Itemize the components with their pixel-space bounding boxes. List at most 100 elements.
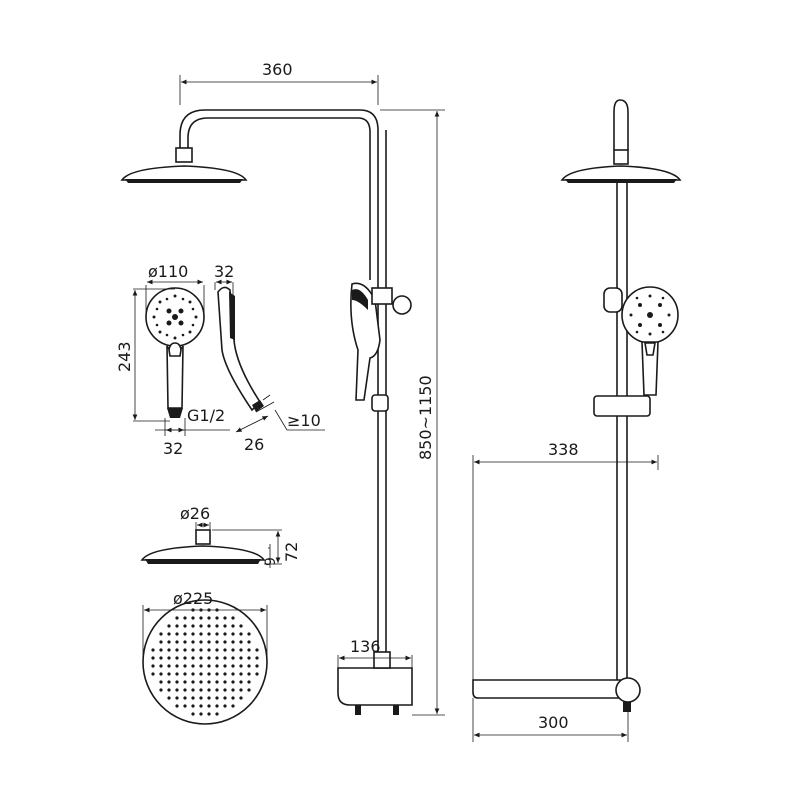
nozzle-dot	[207, 704, 211, 708]
nozzle-dot	[239, 680, 243, 684]
nozzle-dot	[215, 664, 219, 668]
shower-arm	[179, 109, 379, 665]
nozzle-dot	[191, 640, 195, 644]
nozzle-dot	[199, 688, 203, 692]
nozzle-dot	[199, 712, 203, 716]
nozzle-dot	[159, 688, 163, 692]
nozzle-dot	[231, 688, 235, 692]
nozzle-dot	[231, 616, 235, 620]
nozzle-dot	[175, 688, 179, 692]
nozzle-dot	[175, 640, 179, 644]
nozzle-dot	[223, 624, 227, 628]
nozzle-dot	[199, 656, 203, 660]
nozzle-dot	[191, 648, 195, 652]
nozzle-dot	[231, 696, 235, 700]
mixer-knob	[615, 677, 641, 703]
rainhead-front	[120, 165, 248, 181]
handshower-holder	[371, 287, 393, 305]
nozzle-dot	[175, 664, 179, 668]
dim-mixer-depth: 136	[350, 637, 381, 656]
nozzle-dot	[151, 656, 155, 660]
nozzle-dot	[207, 664, 211, 668]
nozzle-dot	[223, 672, 227, 676]
nozzle-dot	[191, 696, 195, 700]
slider-side	[593, 395, 651, 417]
nozzle-dot	[199, 624, 203, 628]
dim-hose-min: ≥10	[287, 411, 321, 430]
nozzle-dot	[247, 656, 251, 660]
nozzle-dot	[223, 704, 227, 708]
nozzle-dot	[191, 704, 195, 708]
nozzle-dot	[199, 672, 203, 676]
nozzle-dot	[167, 664, 171, 668]
thermostatic-mixer-side	[472, 679, 626, 699]
dim-total-height: 850~1150	[416, 375, 435, 460]
nozzle-dot	[199, 680, 203, 684]
nozzle-dot	[215, 640, 219, 644]
nozzle-dot	[231, 656, 235, 660]
nozzle-dot	[159, 632, 163, 636]
nozzle-dot	[231, 680, 235, 684]
nozzle-dot	[175, 704, 179, 708]
dim-arm-length: 360	[262, 60, 293, 79]
nozzle-dot	[215, 688, 219, 692]
nozzle-dot	[239, 688, 243, 692]
nozzle-dot	[231, 632, 235, 636]
nozzle-dot	[167, 656, 171, 660]
nozzle-dot	[199, 664, 203, 668]
dim-rainhead-diameter: ø225	[173, 589, 213, 608]
dim-handshower-length: 243	[115, 341, 134, 372]
dim-rainhead-thickness: 9	[263, 557, 279, 566]
nozzle-dot	[159, 680, 163, 684]
nozzle-dot	[207, 680, 211, 684]
nozzle-dot	[159, 664, 163, 668]
nozzle-dot	[223, 648, 227, 652]
nozzle-dot	[191, 712, 195, 716]
nozzle-dot	[151, 672, 155, 676]
nozzle-dot	[199, 640, 203, 644]
nozzle-dot	[215, 656, 219, 660]
dim-hose-nut: 26	[244, 435, 264, 454]
nozzle-dot	[175, 624, 179, 628]
nozzle-dot	[207, 656, 211, 660]
nozzle-dot	[167, 688, 171, 692]
nozzle-dot	[239, 672, 243, 676]
nozzle-dot	[167, 640, 171, 644]
nozzle-dot	[247, 688, 251, 692]
nozzle-dot	[175, 648, 179, 652]
nozzle-dot	[231, 640, 235, 644]
dim-rainhead-stem-diameter: ø26	[180, 504, 210, 523]
nozzle-dot	[247, 680, 251, 684]
nozzle-dot	[215, 672, 219, 676]
nozzle-dot	[223, 656, 227, 660]
nozzle-dot	[151, 664, 155, 668]
dim-rainhead-height: 72	[282, 542, 301, 562]
nozzle-dot	[183, 688, 187, 692]
nozzle-dot	[247, 664, 251, 668]
nozzle-dot	[231, 624, 235, 628]
nozzle-dot	[183, 624, 187, 628]
nozzle-dot	[167, 624, 171, 628]
nozzle-dot	[239, 624, 243, 628]
nozzle-dot	[183, 704, 187, 708]
nozzle-dot	[215, 648, 219, 652]
nozzle-dot	[183, 656, 187, 660]
nozzle-dot	[183, 696, 187, 700]
rainhead-top-view: ø225	[142, 589, 268, 725]
nozzle-dot	[191, 656, 195, 660]
nozzle-dot	[207, 696, 211, 700]
nozzle-dot	[167, 632, 171, 636]
nozzle-dot	[247, 640, 251, 644]
nozzle-dot	[191, 680, 195, 684]
nozzle-dot	[159, 648, 163, 652]
nozzle-dot	[191, 616, 195, 620]
handshower-profile	[217, 286, 262, 412]
nozzle-dot	[231, 664, 235, 668]
rainhead-side	[560, 165, 682, 181]
nozzle-dot	[199, 616, 203, 620]
nozzle-dot	[239, 696, 243, 700]
handshower-nozzles	[152, 294, 198, 340]
nozzle-dot	[255, 664, 259, 668]
nozzle-dot	[223, 616, 227, 620]
